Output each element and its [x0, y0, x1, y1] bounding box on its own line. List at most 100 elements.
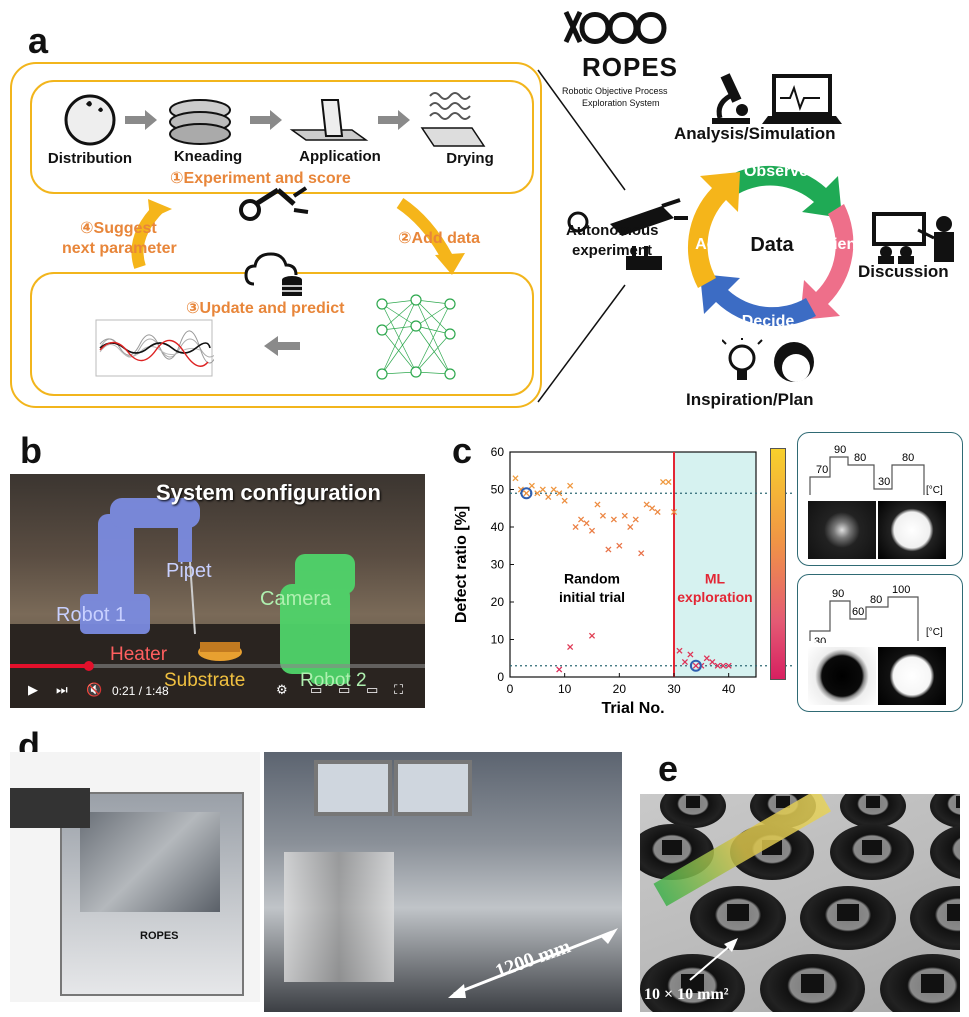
frame-connector: [537, 69, 626, 403]
sample-image-3: [808, 647, 876, 705]
machine-window: [80, 812, 220, 912]
profile-top-t2: 90: [834, 444, 846, 456]
highlight-circle: [520, 487, 533, 500]
sample-square: [685, 796, 701, 809]
next-icon[interactable]: ⏭: [56, 682, 68, 697]
profile-bottom-chart: 30 90 60 80 100 [°C]: [809, 584, 943, 643]
data-point: [588, 632, 596, 639]
profile-top-t4: 30: [878, 476, 890, 488]
ooda-cycle: Data Observe Orient Decide Act: [687, 163, 862, 330]
sample-square: [920, 973, 945, 993]
data-point: [534, 490, 541, 497]
data-point: [643, 501, 650, 508]
sample-square: [862, 839, 882, 855]
data-point: [654, 508, 661, 516]
sample-square: [800, 973, 825, 993]
video-progress-knob: [83, 661, 94, 671]
profile-top-unit: [°C]: [926, 485, 943, 496]
data-point: [621, 512, 628, 519]
panel-label-c: c: [452, 430, 473, 471]
cast-icon[interactable]: ▭: [366, 682, 379, 697]
random-label-1: Random: [564, 570, 620, 586]
substrate-holder: [640, 954, 745, 1012]
data-point: [638, 550, 645, 557]
prediction-plot: [95, 319, 214, 377]
y-axis-label: Defect ratio [%]: [453, 506, 470, 623]
interior-rack: [284, 852, 394, 982]
panel-a: Distribution Kneading Application Drying…: [0, 0, 969, 420]
loop-suggest-1: ④Suggest: [80, 220, 157, 237]
video-scene: [10, 498, 425, 708]
dimension-arrow: [448, 928, 618, 998]
x-tick-label: 40: [722, 682, 736, 696]
ooda-act: Act: [695, 236, 721, 253]
profile-top-chart: 70 90 80 30 80 [°C]: [809, 444, 943, 496]
distribution-icon: [64, 94, 116, 146]
y-tick-label: 60: [491, 445, 505, 459]
data-point: [599, 512, 606, 519]
data-point: [556, 666, 563, 673]
label-robot2: Robot 2: [300, 670, 367, 691]
sample-image-4: [878, 647, 946, 705]
y-tick-label: 40: [491, 520, 505, 534]
label-substrate: Substrate: [164, 670, 246, 691]
sample-image-1: [808, 501, 876, 559]
control-screen-1: [314, 760, 392, 816]
robot2-shape: [280, 554, 355, 684]
volume-icon[interactable]: 🔇: [86, 682, 103, 697]
drying-icon: [420, 92, 486, 147]
ropes-logo-icon: [563, 10, 667, 44]
decide-arrow: [700, 274, 816, 327]
theater-icon[interactable]: ▭: [338, 682, 351, 697]
step-kneading: Kneading: [173, 148, 243, 165]
kneading-icon: [169, 99, 231, 145]
workflow-outer-frame: [10, 62, 542, 408]
loop-update: ③Update and predict: [186, 300, 345, 317]
settings-icon[interactable]: ⚙: [276, 682, 288, 697]
substrate-holder: [840, 794, 906, 828]
profile-top-t5: 80: [902, 452, 914, 464]
act-arrow: [687, 172, 740, 288]
miniplayer-icon[interactable]: ▭: [310, 682, 323, 697]
substrate-holder: [760, 954, 865, 1012]
application-icon: [289, 99, 369, 141]
data-point: [588, 527, 596, 534]
size-label: 10 × 10 mm²: [644, 986, 729, 1003]
x-tick-label: 10: [558, 682, 572, 696]
colorbar: [770, 448, 786, 680]
inspiration-icons: [722, 338, 814, 382]
loop-experiment: ①Experiment and score: [170, 170, 351, 187]
data-point: [725, 662, 732, 669]
video-frame[interactable]: System configuration Pipet Robot 1 Camer…: [10, 474, 425, 708]
x-tick-label: 20: [613, 682, 627, 696]
autonomous-robot-icon: [567, 198, 688, 270]
loop-arrows: [131, 198, 465, 275]
video-title: System configuration: [156, 480, 381, 505]
profile-top-box: 70 90 80 30 80 [°C]: [797, 432, 963, 566]
data-point: [709, 658, 716, 666]
ml-region: [674, 452, 756, 677]
discussion-label: Discussion: [858, 262, 949, 281]
highlight-circle: [689, 659, 702, 672]
y-tick-label: 30: [491, 558, 505, 572]
data-point: [687, 651, 694, 658]
workflow-icons: [64, 92, 486, 147]
ooda-observe: Observe: [744, 163, 808, 180]
y-tick-label: 50: [491, 483, 505, 497]
data-point: [681, 658, 688, 666]
fullscreen-icon[interactable]: ⛶: [394, 682, 404, 697]
robot1-shape: [80, 498, 200, 634]
play-icon[interactable]: ▶: [28, 682, 38, 697]
data-point: [523, 490, 530, 497]
laptop-icon: [762, 74, 842, 124]
machine-interior-photo: 1200 mm: [264, 752, 622, 1012]
data-point: [665, 478, 672, 486]
robot-arm-icon: [239, 186, 309, 221]
step-distribution: Distribution: [47, 150, 133, 167]
data-point: [649, 505, 656, 512]
profile-bottom-t3: 60: [852, 606, 864, 618]
label-camera: Camera: [260, 588, 332, 610]
data-point: [703, 655, 710, 662]
label-heater: Heater: [110, 644, 168, 665]
